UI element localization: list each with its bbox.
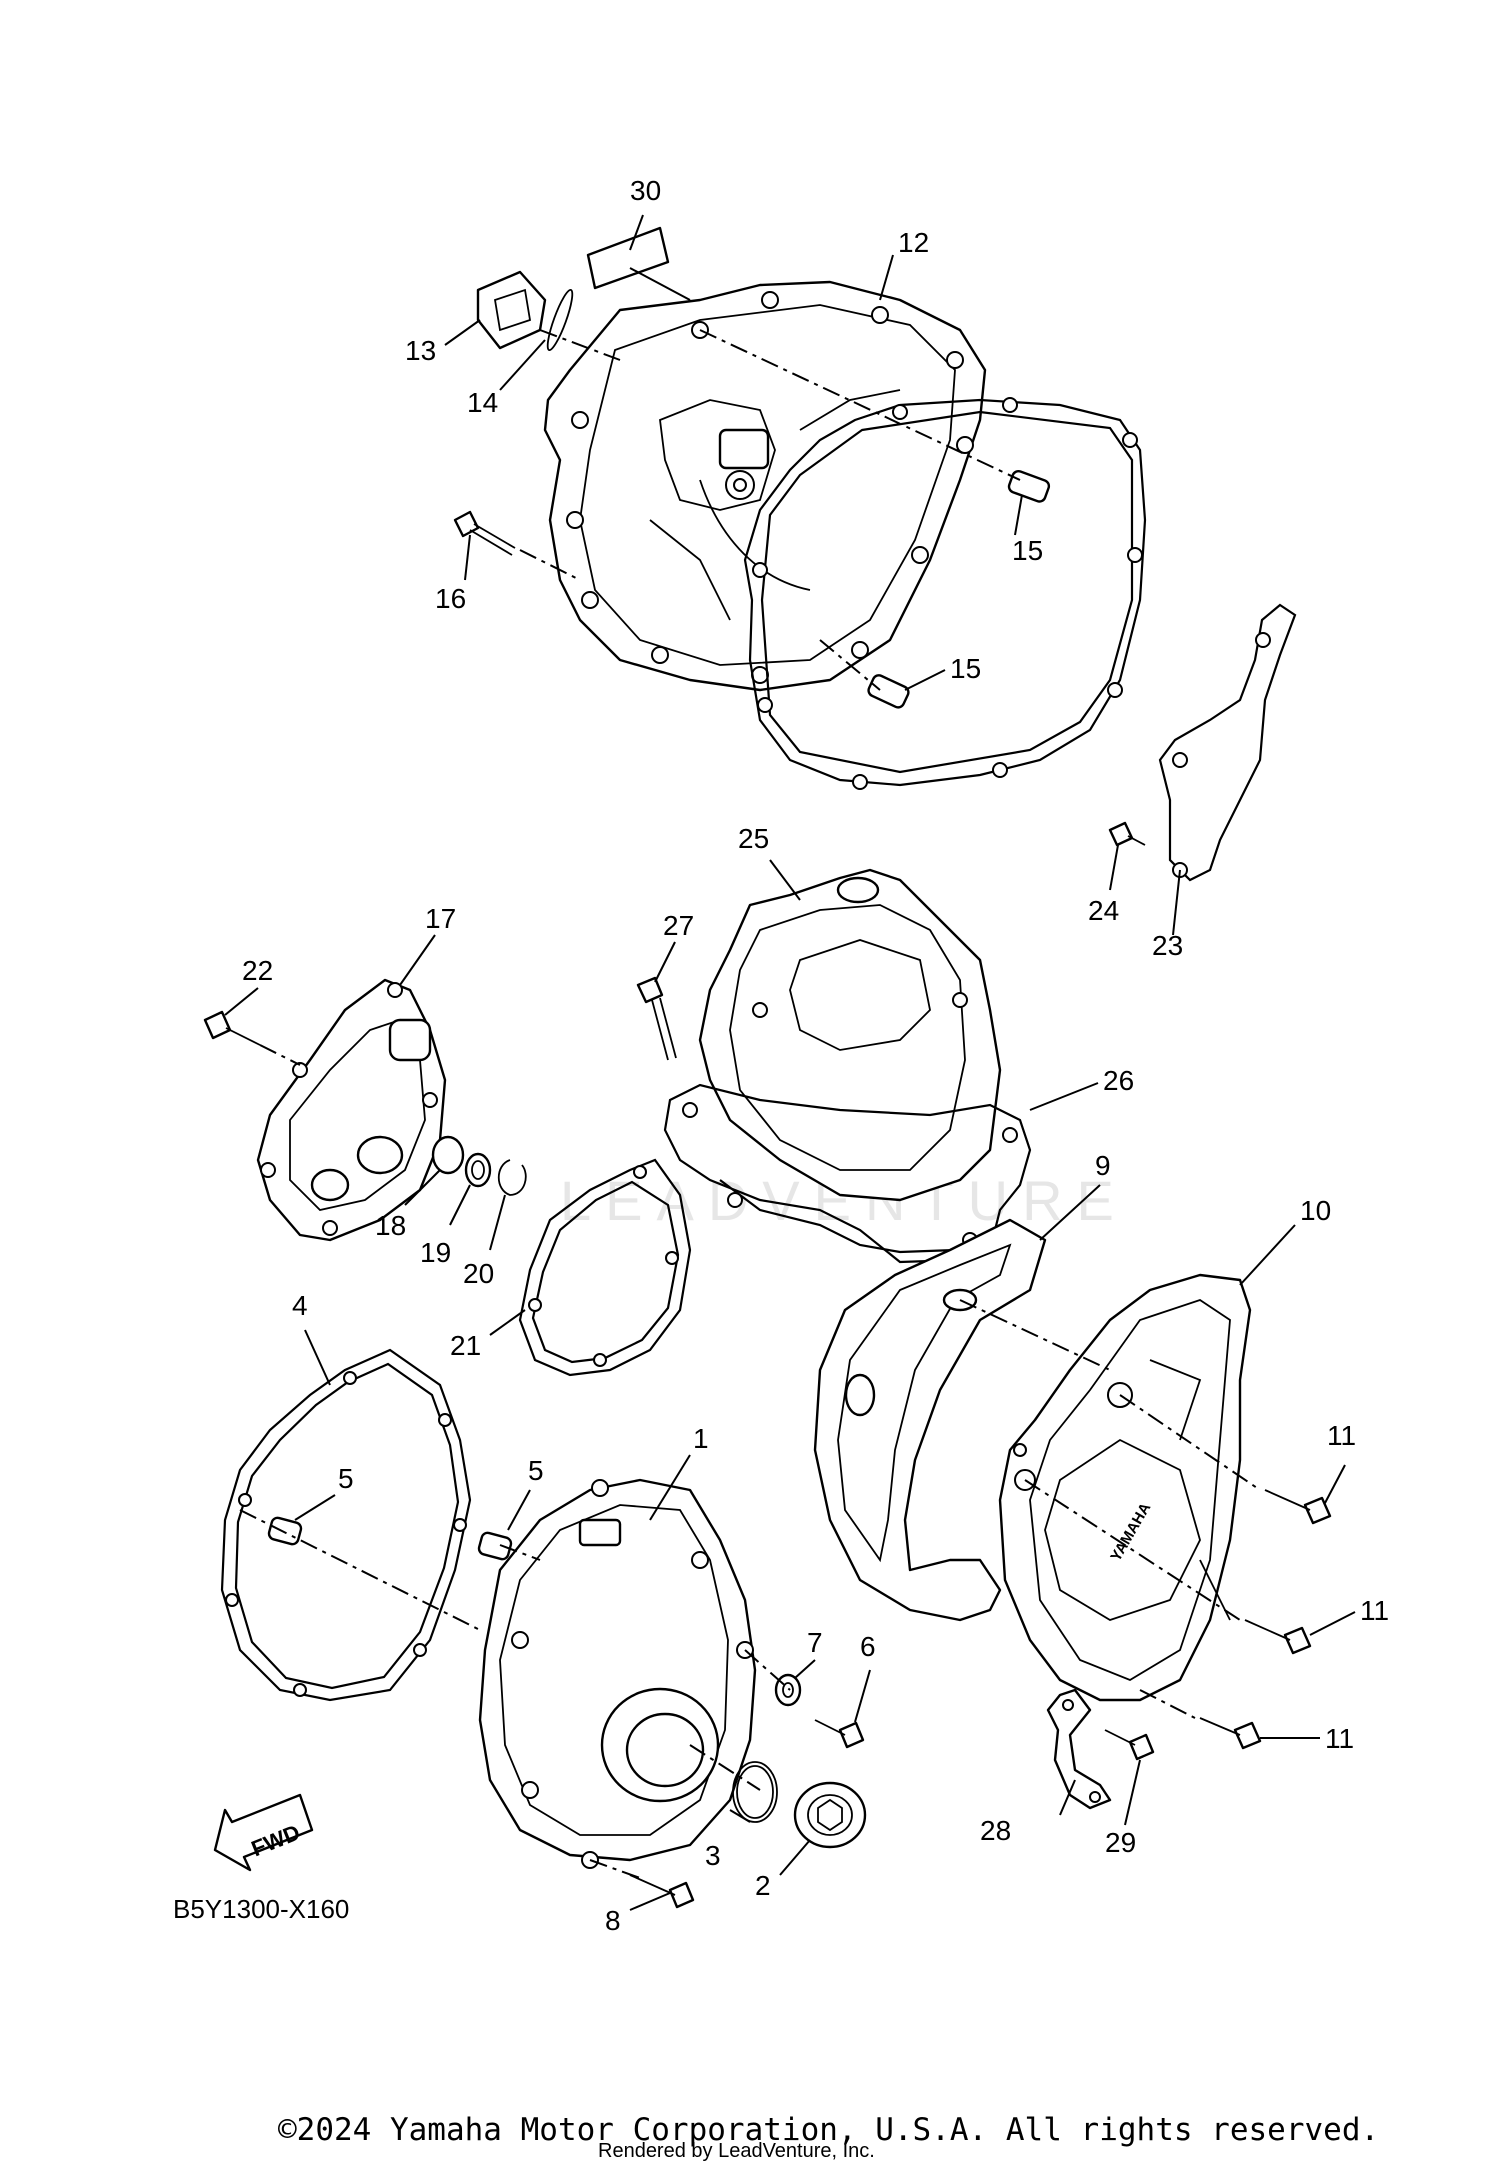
callout-25: 25 (738, 823, 769, 854)
bolt-part-29 (1104, 1729, 1155, 1761)
callout-24: 24 (1088, 895, 1119, 926)
cover-part-17 (256, 978, 447, 1242)
dowel-pin-part-5b (477, 1531, 513, 1561)
bolt-part-24 (1108, 821, 1146, 847)
washer-part-19 (464, 1152, 492, 1188)
gasket-part-21 (518, 1158, 692, 1377)
callout-18: 18 (375, 1210, 406, 1241)
callout-11b: 11 (1360, 1595, 1389, 1626)
callout-22: 22 (242, 955, 273, 986)
oil-filler-cap-part-13 (476, 270, 547, 350)
generator-cover-part-1 (478, 1478, 757, 1869)
callout-3: 3 (705, 1840, 721, 1871)
callout-11a: 11 (1327, 1420, 1356, 1451)
callout-4: 4 (292, 1290, 308, 1321)
callout-5a: 5 (338, 1463, 354, 1494)
cover-part-9 (813, 1218, 1047, 1622)
callout-8: 8 (605, 1905, 621, 1936)
callout-9: 9 (1095, 1150, 1111, 1181)
callout-1: 1 (693, 1423, 709, 1454)
callout-7: 7 (807, 1627, 823, 1658)
callout-27: 27 (663, 910, 694, 941)
plug-part-2 (793, 1781, 867, 1849)
callout-6: 6 (860, 1631, 876, 1662)
dowel-pin-part-5a (267, 1516, 303, 1546)
callout-28: 28 (980, 1815, 1011, 1846)
callout-15a: 15 (1012, 535, 1043, 566)
bolt-part-11c (1199, 1717, 1262, 1750)
bolt-part-6 (814, 1719, 865, 1749)
callout-12: 12 (898, 227, 929, 258)
callout-26: 26 (1103, 1065, 1134, 1096)
fwd-arrow-icon: FWD (213, 1793, 314, 1872)
callout-13: 13 (405, 335, 436, 366)
bolt-part-11b (1244, 1619, 1312, 1655)
o-ring-part-14 (546, 288, 574, 352)
assembly-lines (239, 329, 1261, 1879)
callout-5b: 5 (528, 1455, 544, 1486)
rendered-by: Rendered by LeadVenture, Inc. (598, 2140, 875, 2162)
gasket-part-23 (1158, 603, 1297, 882)
callout-21: 21 (450, 1330, 481, 1361)
bolt-part-22 (203, 1010, 261, 1046)
bolt-part-11a (1264, 1489, 1332, 1525)
oil-seal-part-18 (431, 1135, 465, 1175)
callout-23: 23 (1152, 930, 1183, 961)
cover-part-25 (698, 868, 1002, 1202)
callout-16: 16 (435, 583, 466, 614)
callout-2: 2 (755, 1870, 771, 1901)
callout-20: 20 (463, 1258, 494, 1289)
callout-15b: 15 (950, 653, 981, 684)
label-part-30 (586, 226, 691, 301)
o-ring-part-3 (732, 1761, 778, 1823)
bracket-part-28 (1046, 1688, 1112, 1810)
leader-lines (224, 214, 1356, 1911)
bolt-part-16 (453, 510, 516, 556)
callout-labels: 30 12 13 14 15 15 16 24 23 25 27 26 17 2… (242, 175, 1389, 1936)
callout-30: 30 (630, 175, 661, 206)
bolt-part-27 (636, 976, 677, 1061)
diagram-code: B5Y1300-X160 (173, 1894, 349, 1924)
dowel-pin-part-15b (867, 674, 910, 709)
callout-11c: 11 (1325, 1723, 1354, 1754)
callout-17: 17 (425, 903, 456, 934)
callout-19: 19 (420, 1237, 451, 1268)
copyright-notice: ©2024 Yamaha Motor Corporation, U.S.A. A… (278, 2112, 1379, 2148)
callout-29: 29 (1105, 1827, 1136, 1858)
clutch-cover-gasket (743, 397, 1147, 790)
callout-14: 14 (467, 387, 498, 418)
dowel-pin-part-15a (1007, 469, 1051, 503)
bolt-part-8 (629, 1874, 695, 1909)
gasket-part-4 (220, 1348, 472, 1702)
circlip-part-20 (497, 1159, 527, 1196)
callout-10: 10 (1300, 1195, 1331, 1226)
